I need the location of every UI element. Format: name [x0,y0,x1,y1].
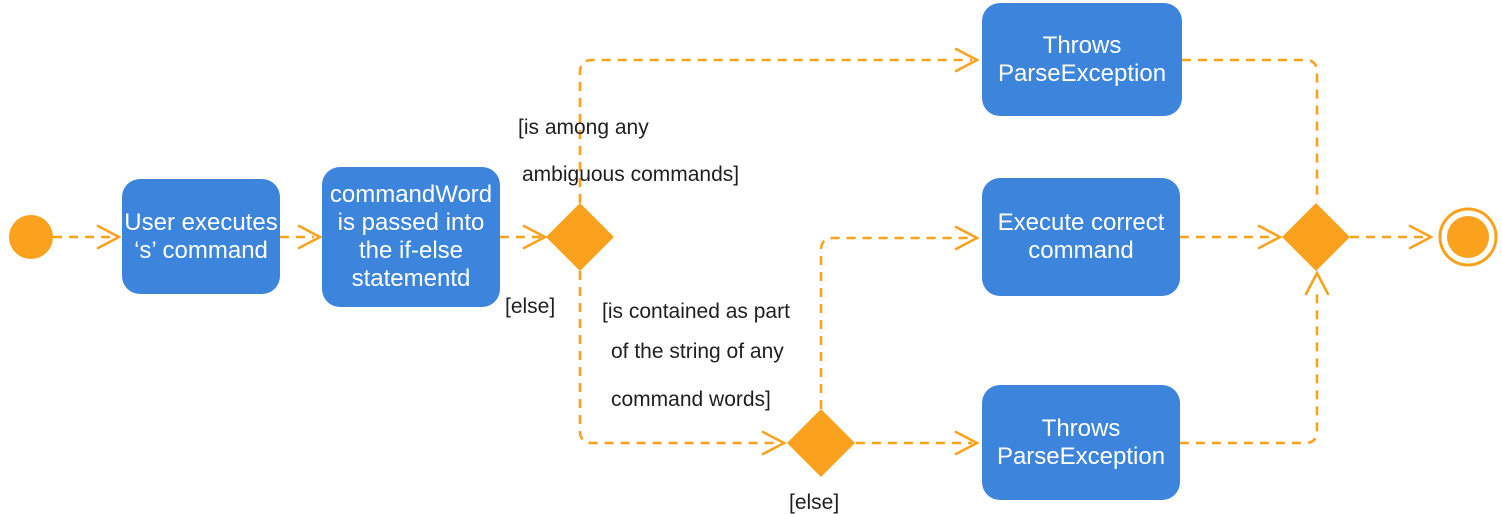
activity-execute-correct-command: Execute correct command [982,178,1180,296]
arrowhead-decision-1-to-throws-top [954,47,980,73]
edge-decision-1-to-decision-2 [578,271,778,445]
edge-throws-top-to-merge [1182,58,1319,202]
arrowhead-start-to-user-executes [96,224,122,250]
guard-label-ambiguous-line2: ambiguous commands] [522,163,740,186]
guard-label-ambiguous-line1: [is among any [518,116,649,139]
arrowhead-decision-1-to-decision-2 [761,430,787,456]
arrowhead-decision-2-to-throws-bottom [954,430,980,456]
decision-node-1 [546,203,614,271]
edge-throws-bottom-to-merge [1180,294,1319,445]
arrowhead-command-word-to-decision-1 [522,224,548,250]
arrowhead-user-executes-to-command-word [297,224,323,250]
guard-label-else-2: [else] [789,491,840,514]
activity-throws-parse-exception-top: Throws ParseException [982,3,1182,116]
final-node-outer-ring [1438,207,1498,267]
arrowhead-merge-to-end [1408,224,1434,250]
guard-label-contained-line1: [is contained as part [602,300,790,323]
guard-label-contained-line2: of the string of any [611,340,784,363]
final-node-inner-circle [1447,216,1489,258]
guard-label-else-1: [else] [505,295,556,318]
decision-node-2 [787,409,855,477]
activity-command-word-if-else: commandWord is passed into the if-else s… [322,167,500,307]
edge-decision-1-to-throws-top [578,58,972,203]
guard-label-contained-line3: command words] [611,388,771,411]
arrowhead-decision-2-to-execute-correct [954,225,980,251]
arrowhead-execute-correct-to-merge [1257,224,1283,250]
arrowhead-throws-bottom-to-merge [1304,270,1330,296]
merge-node [1282,203,1350,271]
activity-user-executes-s-command: User executes ‘s’ command [122,179,280,294]
activity-throws-parse-exception-bottom: Throws ParseException [982,385,1180,500]
edge-decision-2-to-execute-correct [819,236,972,409]
initial-node [9,215,53,259]
